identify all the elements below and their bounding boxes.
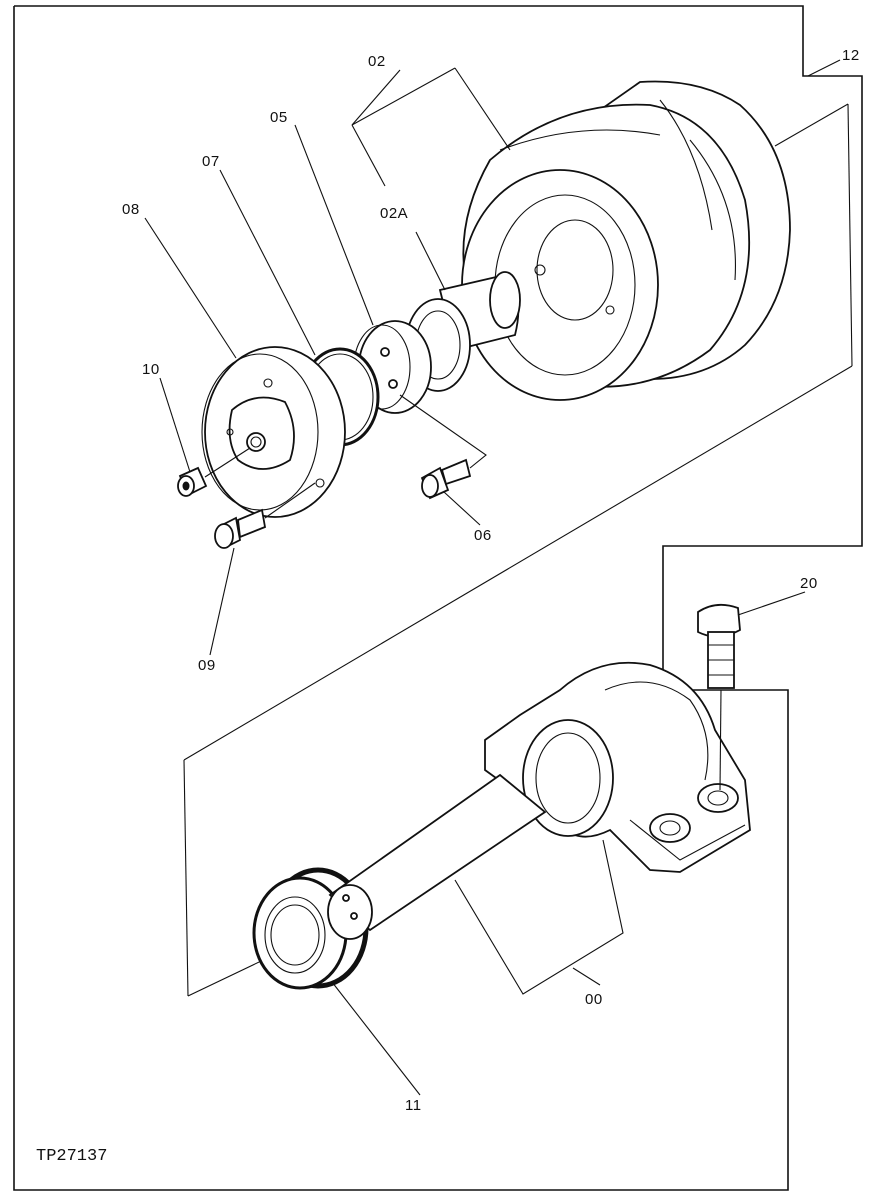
callout-labels: 02 02A 05 07 08 10 06 09 20 12 00 11 [122, 47, 860, 1114]
mount-assembly-00 [327, 661, 751, 940]
roller-02 [461, 80, 791, 401]
callout-20: 20 [800, 575, 818, 592]
callout-12: 12 [842, 47, 860, 64]
callout-10: 10 [142, 361, 160, 378]
screw-06 [399, 394, 487, 500]
callout-00: 00 [585, 991, 603, 1008]
callout-09: 09 [198, 657, 216, 674]
callout-02: 02 [368, 53, 386, 70]
callout-05: 05 [270, 109, 288, 126]
bolt-20 [697, 603, 741, 791]
callout-02a: 02A [380, 205, 408, 222]
callout-08: 08 [122, 201, 140, 218]
callout-11: 11 [405, 1097, 422, 1114]
assembly-12-bracket [183, 59, 853, 997]
cover-08 [201, 346, 346, 518]
callout-06: 06 [474, 527, 492, 544]
figure-id: TP27137 [36, 1147, 107, 1166]
shaft-02a [405, 271, 521, 392]
plug-10 [177, 447, 251, 497]
outer-frame [13, 5, 863, 1191]
bolt-09 [214, 482, 316, 549]
leader-lines [144, 67, 806, 1096]
callout-07: 07 [202, 153, 220, 170]
